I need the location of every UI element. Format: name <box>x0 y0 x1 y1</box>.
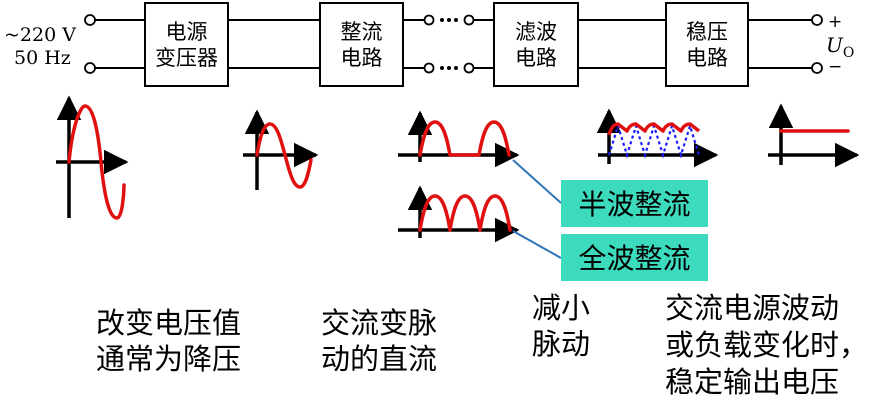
output-minus-sign: − <box>828 57 842 77</box>
block-transformer: 电源 变压器 <box>144 2 229 87</box>
callout-full-wave: 全波整流 <box>561 234 708 281</box>
connection-wires <box>95 19 812 69</box>
caption-regulator-line3: 稳定输出电压 <box>665 365 839 399</box>
caption-regulator-line1: 交流电源波动 <box>665 291 839 325</box>
full-wave-rectified <box>418 194 512 232</box>
caption-regulator: 交流电源波动 或负载变化时， 稳定输出电压 <box>665 291 868 399</box>
output-terminal-minus <box>811 62 823 74</box>
input-terminal-top <box>84 14 96 26</box>
callout-half-wave-label: 半波整流 <box>578 188 690 221</box>
sine-wave-input <box>67 104 126 220</box>
input-frequency: 50 Hz <box>14 47 71 69</box>
half-wave-rectified <box>418 120 511 157</box>
input-voltage: ~220 V <box>4 24 76 46</box>
input-label: ~220 V 50 Hz <box>4 24 76 69</box>
output-terminal-plus <box>811 14 823 26</box>
block-filter-line1: 滤波 <box>515 20 557 44</box>
block-rectifier: 整流 电路 <box>319 2 404 87</box>
block-rectifier-line2: 电路 <box>341 46 383 70</box>
callout-pointers <box>512 159 562 259</box>
block-regulator-line2: 电路 <box>686 46 728 70</box>
caption-rectifier: 交流变脉 动的直流 <box>321 306 437 376</box>
block-regulator: 稳压 电路 <box>665 2 749 87</box>
block-transformer-line2: 变压器 <box>155 46 218 70</box>
block-filter: 滤波 电路 <box>493 2 579 87</box>
caption-regulator-line2: 或负载变化时， <box>665 328 868 362</box>
callout-half-wave: 半波整流 <box>561 180 708 227</box>
caption-rectifier-line1: 交流变脉 <box>321 306 437 340</box>
dotted-connector-dots <box>440 18 458 70</box>
output-plus-sign: + <box>828 12 842 32</box>
caption-filter: 减小 脉动 <box>532 291 590 361</box>
filtered-output <box>607 122 701 159</box>
rectified-pulses-dotted <box>607 122 701 159</box>
dotted-connector <box>423 14 475 74</box>
block-transformer-line1: 电源 <box>166 20 208 44</box>
caption-transformer: 改变电压值 通常为降压 <box>96 306 241 376</box>
waveforms <box>67 104 850 232</box>
caption-filter-line1: 减小 <box>532 291 590 325</box>
block-regulator-line1: 稳压 <box>686 20 728 44</box>
waveform-axes <box>56 95 860 243</box>
ripple-wave <box>607 122 701 136</box>
caption-transformer-line1: 改变电压值 <box>96 306 241 340</box>
input-terminal-bottom <box>84 62 96 74</box>
caption-filter-line2: 脉动 <box>532 327 590 361</box>
sine-wave-stepped-down <box>255 122 313 189</box>
caption-rectifier-line2: 动的直流 <box>321 342 437 376</box>
block-rectifier-line1: 整流 <box>341 20 383 44</box>
caption-transformer-line2: 通常为降压 <box>96 342 241 376</box>
block-filter-line2: 电路 <box>515 46 557 70</box>
callout-full-wave-label: 全波整流 <box>578 242 690 275</box>
output-voltage-symbol: UO <box>826 33 854 61</box>
